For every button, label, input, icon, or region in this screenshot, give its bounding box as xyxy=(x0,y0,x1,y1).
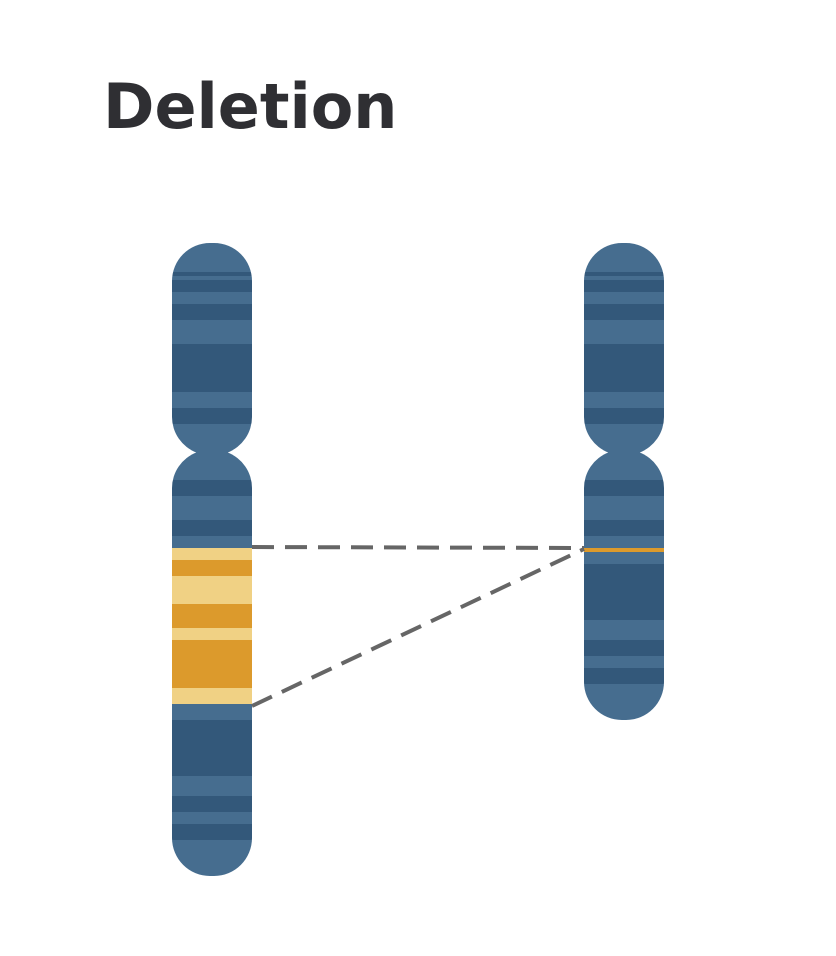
chromosome-band xyxy=(584,280,664,292)
chromosome-band xyxy=(584,450,664,480)
chromosome-band xyxy=(172,280,252,292)
deleted-band xyxy=(172,576,252,604)
chromosome-band xyxy=(584,656,664,668)
diagram-title: Deletion xyxy=(103,70,398,143)
chromosome-band xyxy=(172,480,252,496)
chromosome-band xyxy=(584,344,664,392)
chromosome-band xyxy=(584,292,664,304)
chromosome-band xyxy=(172,796,252,812)
dashed-line-top xyxy=(251,545,585,550)
chromosome-band xyxy=(172,276,252,280)
chromosome-band xyxy=(172,292,252,304)
chromosome-band xyxy=(172,450,252,480)
chromosome-band xyxy=(172,320,252,344)
chromosome-band xyxy=(584,564,664,620)
chromosome-band xyxy=(172,520,252,536)
chromosome-band xyxy=(172,344,252,392)
chromosome-band xyxy=(584,304,664,320)
chromosome-band xyxy=(584,392,664,408)
deleted-band xyxy=(172,640,252,688)
chromosome-band xyxy=(172,720,252,776)
deleted-band xyxy=(172,628,252,640)
dashed-line-bottom xyxy=(251,547,585,708)
chromosome-band xyxy=(584,684,664,720)
chromosome-band xyxy=(172,812,252,824)
chromosome-band xyxy=(584,640,664,656)
chromosome-band xyxy=(584,480,664,496)
deleted-band xyxy=(172,604,252,628)
chromosome-band xyxy=(172,243,252,272)
deleted-band xyxy=(584,548,664,552)
chromosome-band xyxy=(584,320,664,344)
chromosome-band xyxy=(584,496,664,520)
chromosome-band xyxy=(172,704,252,720)
chromosome-band xyxy=(172,304,252,320)
chromosome-band xyxy=(172,496,252,520)
deleted-band xyxy=(172,548,252,560)
chromosome-band xyxy=(172,776,252,796)
chromosome-band xyxy=(172,408,252,424)
chromosome-band xyxy=(584,276,664,280)
chromosome-band xyxy=(584,520,664,536)
deleted-band xyxy=(172,560,252,576)
deleted-band xyxy=(172,688,252,704)
chromosome-band xyxy=(584,272,664,276)
chromosome-band xyxy=(584,620,664,640)
original-chromosome xyxy=(172,243,252,876)
chromosome-band xyxy=(172,536,252,548)
deleted-chromosome xyxy=(584,243,664,720)
chromosome-band xyxy=(172,392,252,408)
chromosome-band xyxy=(172,824,252,840)
chromosome-band xyxy=(584,668,664,684)
chromosome-band xyxy=(584,408,664,424)
chromosome-band xyxy=(584,552,664,564)
chromosome-band xyxy=(584,536,664,548)
chromosome-band xyxy=(172,272,252,276)
chromosome-band xyxy=(172,840,252,876)
chromosome-band xyxy=(584,243,664,272)
